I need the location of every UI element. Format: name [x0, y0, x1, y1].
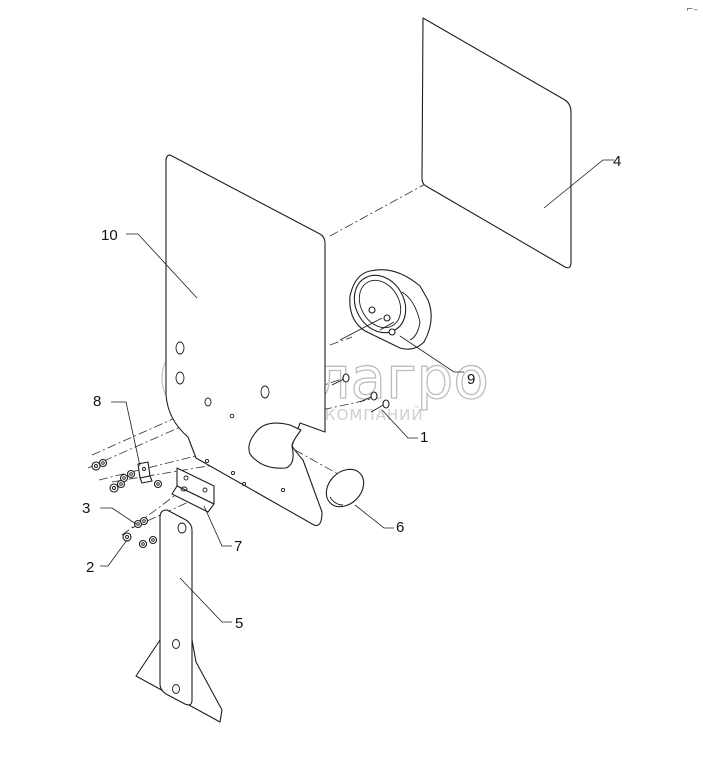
- callout-2: 2: [86, 559, 94, 576]
- part-9-lamp: [339, 269, 432, 350]
- callout-1: 1: [420, 429, 428, 446]
- callout-3: 3: [82, 500, 90, 517]
- corner-mark: ⌐–: [686, 5, 699, 15]
- callout-8: 8: [93, 393, 101, 410]
- part-10-flap: [248, 422, 302, 469]
- part-8-bracket: [137, 461, 153, 484]
- callout-4: 4: [613, 153, 621, 170]
- callout-10: 10: [101, 227, 118, 244]
- callout-7: 7: [234, 538, 242, 555]
- callout-5: 5: [235, 615, 243, 632]
- fasteners: [91, 458, 163, 549]
- part-4-panel: [421, 17, 572, 269]
- part-6-disc: [325, 468, 365, 508]
- callout-9: 9: [467, 371, 475, 388]
- part-1-bolts: [331, 373, 390, 413]
- part-5-leg: [135, 509, 223, 723]
- callouts: 4 10 9 1 8 7 6 3 2 5: [82, 153, 621, 632]
- part-7-bracket: [171, 467, 215, 513]
- leader-lines: [100, 159, 614, 623]
- callout-6: 6: [396, 519, 404, 536]
- part-10-plate: [165, 154, 326, 527]
